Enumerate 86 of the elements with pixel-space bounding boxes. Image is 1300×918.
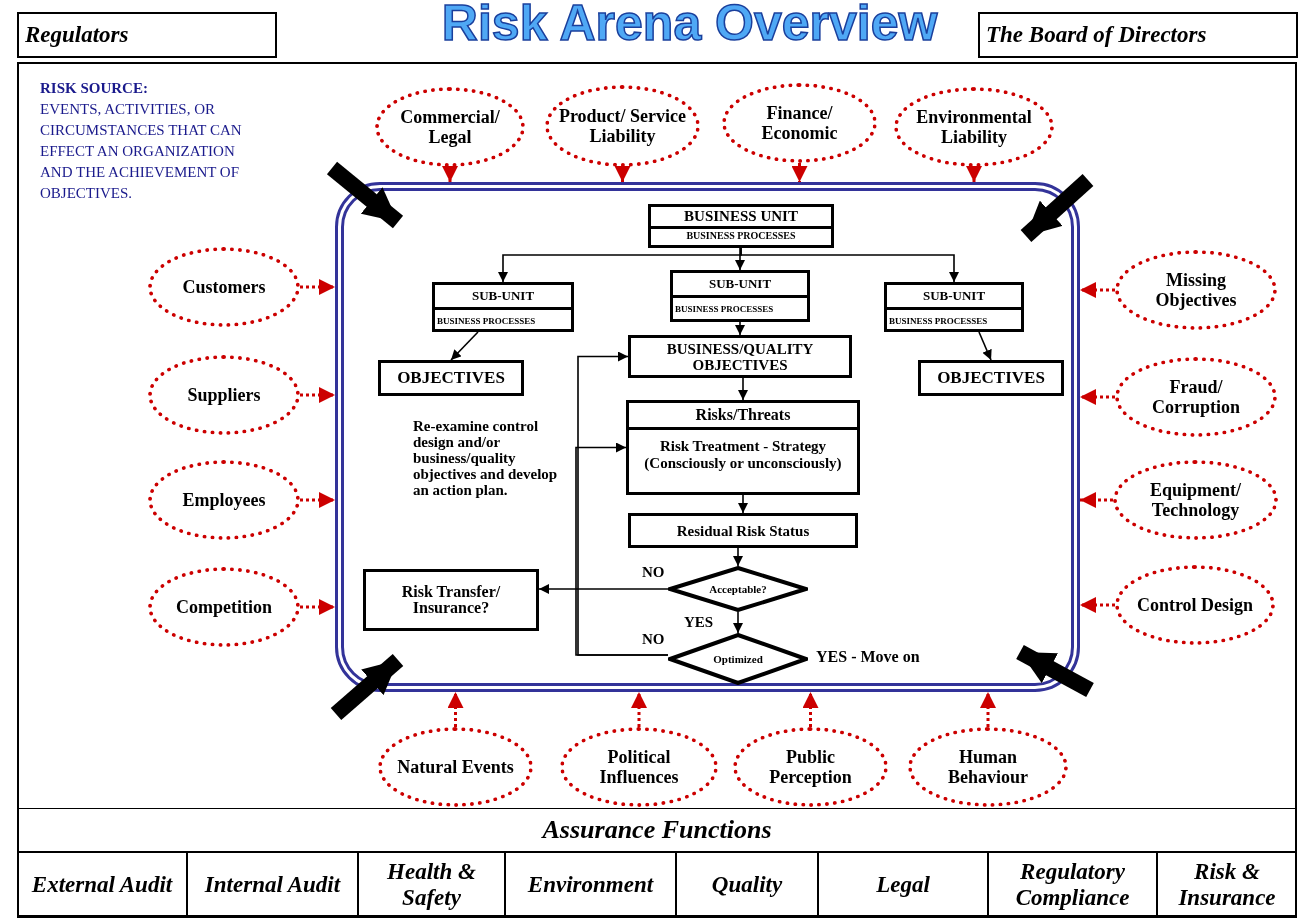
risk-source-ellipse: Finance/ Economic [722, 83, 877, 163]
risk-source-ellipse: Commercial/ Legal [375, 87, 525, 167]
table-header-cell: Assurance Functions [17, 808, 1297, 852]
table-cell: Internal Audit [187, 852, 358, 918]
risk-source-ellipse: Fraud/ Corruption [1115, 357, 1277, 437]
block-arrow [326, 161, 404, 229]
risk-source-ellipse: Environmental Liability [894, 87, 1054, 167]
arrow [733, 547, 743, 567]
dotted-arrow [966, 166, 982, 182]
arrow [450, 331, 479, 361]
risk-source-ellipse: Equipment/ Technology [1113, 460, 1278, 540]
risk-source-ellipse: Natural Events [378, 727, 533, 807]
unit-title: SUB-UNIT [435, 285, 571, 310]
arrow [978, 331, 992, 361]
dotted-arrow [802, 692, 819, 727]
unit-title: BUSINESS UNIT [651, 207, 831, 229]
risk-source-ellipse: Political Influences [560, 727, 718, 807]
process-box: OBJECTIVES [918, 360, 1064, 396]
note: Re-examine control design and/or business/quality objectives and develop an action plan. [413, 418, 559, 498]
heading: RISK SOURCE: [40, 80, 149, 97]
process-box: OBJECTIVES [378, 360, 524, 396]
process-box: Residual Risk Status [628, 513, 858, 548]
unit-subtitle: BUSINESS PROCESSES [685, 229, 797, 243]
dotted-arrow [300, 279, 335, 295]
unit-subtitle: Risk Treatment - Strategy (Consciously or unconsciously) [643, 437, 843, 473]
dotted-arrow [447, 692, 464, 727]
dotted-arrow [1080, 597, 1115, 613]
unit-subtitle: BUSINESS PROCESSES [888, 315, 989, 328]
dotted-arrow [791, 163, 808, 182]
risk-source-ellipse: Missing Objectives [1115, 250, 1277, 330]
side-note: YES - Move on [816, 648, 920, 666]
block-arrow [1016, 644, 1094, 698]
arena-frame [335, 182, 1080, 692]
description: EVENTS, ACTIVITIES, OR CIRCUMSTANCES THAT CAN EFFECT AN ORGANIZATION AND THE ACHIEVEMENT OF OBJECTIVES. [40, 100, 243, 203]
decision-diamond: Acceptable? [668, 566, 808, 612]
arrow [538, 584, 669, 594]
header-box: Regulators [17, 12, 277, 58]
arrow [575, 442, 669, 656]
process-box [648, 204, 834, 248]
dotted-arrow [300, 599, 335, 615]
dotted-arrow [300, 492, 335, 508]
process-box: Risk Transfer/ Insurance? [363, 569, 539, 631]
arrow [735, 247, 745, 271]
dotted-arrow [300, 387, 335, 403]
arrow [738, 377, 748, 401]
table-cell: Regulatory Compliance [988, 852, 1157, 918]
dotted-arrow [980, 692, 996, 727]
risk-source-ellipse: Human Behaviour [908, 727, 1068, 807]
table-cell: Risk & Insurance [1157, 852, 1297, 918]
dotted-arrow [614, 166, 631, 182]
unit-subtitle: BUSINESS PROCESSES [674, 303, 775, 316]
dotted-arrow [1080, 389, 1115, 405]
table-cell: Health & Safety [358, 852, 505, 918]
arrow [738, 494, 748, 514]
dotted-arrow [1080, 282, 1115, 298]
process-box [432, 282, 574, 332]
table-cell: Quality [676, 852, 818, 918]
process-box: BUSINESS/QUALITY OBJECTIVES [628, 335, 852, 378]
arrow [735, 321, 745, 336]
unit-title: SUB-UNIT [673, 273, 807, 298]
risk-source-ellipse: Employees [148, 460, 300, 540]
dotted-arrow [1080, 492, 1113, 508]
process-box [884, 282, 1024, 332]
table-cell: Environment [505, 852, 676, 918]
risk-source-ellipse: Public Perception [733, 727, 888, 807]
dotted-arrow [442, 166, 458, 182]
unit-subtitle: BUSINESS PROCESSES [436, 315, 537, 328]
table-cell: Legal [818, 852, 988, 918]
header-box: The Board of Directors [978, 12, 1298, 58]
risk-source-ellipse: Customers [148, 247, 300, 327]
process-box [670, 270, 810, 322]
arrow [740, 247, 959, 283]
risk-source-ellipse: Competition [148, 567, 300, 647]
arrow [733, 611, 743, 634]
unit-title: Risks/Threats [629, 403, 857, 430]
risk-source-ellipse: Control Design [1115, 565, 1275, 645]
decision-diamond: Optimized [668, 633, 808, 685]
block-arrow [330, 653, 404, 721]
dotted-arrow [631, 692, 647, 727]
risk-source-ellipse: Product/ Service Liability [545, 85, 700, 167]
table-cell: External Audit [17, 852, 187, 918]
block-arrow [1020, 174, 1094, 242]
title: Risk Arena Overview [441, 0, 938, 52]
risk-source-ellipse: Suppliers [148, 355, 300, 435]
process-box [626, 400, 860, 495]
unit-title: SUB-UNIT [887, 285, 1021, 310]
